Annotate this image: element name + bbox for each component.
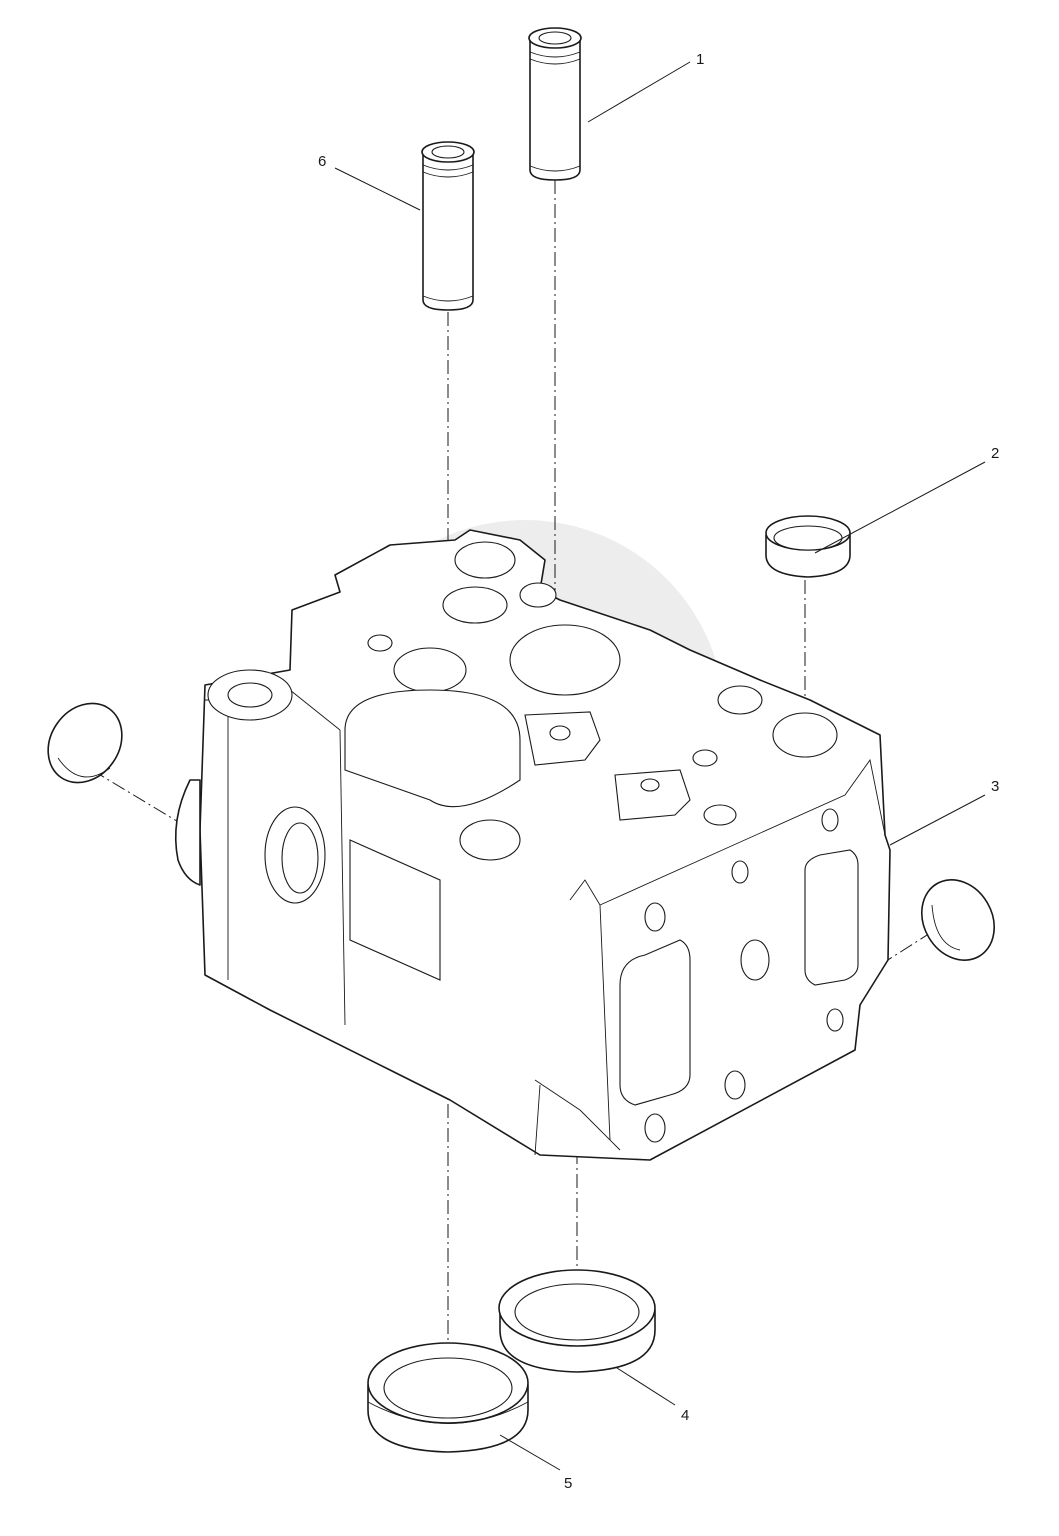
cylinder-head [174,529,891,1161]
callout-4: 4 [681,1407,689,1424]
callout-2: 2 [991,445,999,462]
callout-1: 1 [696,51,704,68]
sealing-plug-right [921,879,995,961]
valve-guide-right [528,27,582,181]
callout-6: 6 [318,153,326,170]
valve-seat-ring-5 [367,1342,529,1453]
callout-labels: 1 2 3 4 5 6 [318,51,999,1492]
callout-5: 5 [564,1475,572,1492]
sealing-plug-top [765,515,851,578]
valve-guide-left [421,141,475,311]
sealing-plug-left [47,702,123,784]
leader-lines [334,61,986,1471]
callout-3: 3 [991,778,999,795]
valve-seat-ring-4 [498,1269,656,1373]
